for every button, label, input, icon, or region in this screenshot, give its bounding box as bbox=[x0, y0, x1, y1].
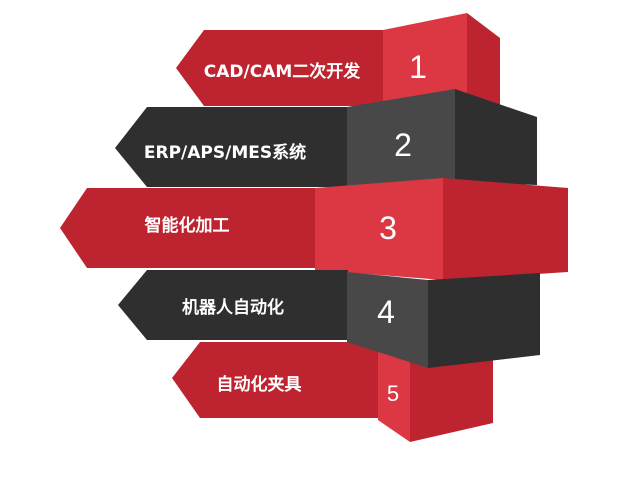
step-4: 机器人自动化 4 bbox=[118, 270, 540, 368]
step-2-arrow bbox=[115, 107, 348, 187]
step-4-label: 机器人自动化 bbox=[182, 297, 284, 318]
step-5-arrow bbox=[172, 342, 379, 418]
step-5-front bbox=[378, 350, 410, 442]
step-5-label: 自动化夹具 bbox=[217, 374, 302, 395]
step-3-side bbox=[443, 178, 568, 280]
step-5: 自动化夹具 5 bbox=[172, 342, 493, 442]
step-2-side bbox=[455, 89, 537, 185]
step-1: CAD/CAM二次开发 1 bbox=[176, 13, 500, 110]
step-3-label: 智能化加工 bbox=[145, 215, 230, 236]
step-4-number: 4 bbox=[377, 294, 395, 330]
step-2: ERP/APS/MES系统 2 bbox=[115, 89, 537, 187]
step-4-side bbox=[428, 273, 540, 368]
step-2-number: 2 bbox=[394, 127, 412, 163]
step-3: 智能化加工 3 bbox=[60, 178, 568, 280]
step-2-front bbox=[347, 89, 455, 187]
step-1-number: 1 bbox=[409, 49, 427, 85]
step-1-front bbox=[383, 13, 467, 106]
step-3-front bbox=[315, 178, 443, 280]
step-5-number: 5 bbox=[387, 381, 399, 406]
step-5-side bbox=[410, 355, 493, 442]
step-2-label: ERP/APS/MES系统 bbox=[144, 142, 306, 163]
step-1-label: CAD/CAM二次开发 bbox=[204, 61, 362, 82]
step-3-arrow bbox=[60, 188, 316, 268]
step-1-side bbox=[467, 13, 500, 110]
step-4-front bbox=[347, 272, 428, 368]
step-3-number: 3 bbox=[379, 210, 397, 246]
step-1-arrow bbox=[176, 30, 384, 106]
step-4-arrow bbox=[118, 270, 348, 340]
